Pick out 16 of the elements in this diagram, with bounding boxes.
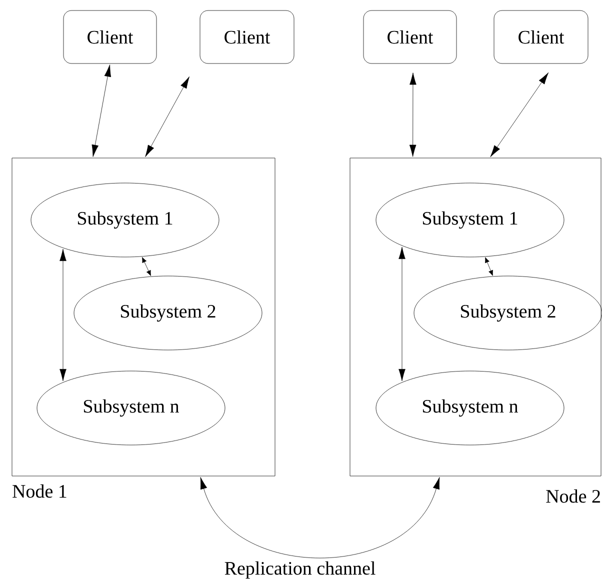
node-label: Node 2 xyxy=(546,489,600,503)
arrow xyxy=(200,477,440,558)
arrow xyxy=(92,64,112,157)
arrow xyxy=(398,246,406,382)
arrow xyxy=(485,257,493,276)
client-box: Client xyxy=(200,10,294,64)
arrow xyxy=(60,248,66,382)
node-label: Node 1 xyxy=(12,484,66,498)
arrow xyxy=(409,72,416,157)
client-box: Client xyxy=(63,10,157,64)
arrow xyxy=(142,257,151,276)
client-box: Client xyxy=(363,10,457,64)
edge-label: Replication channel xyxy=(223,560,377,580)
arrow xyxy=(490,72,549,158)
client-box: Client xyxy=(494,10,588,64)
arrow xyxy=(145,76,190,157)
